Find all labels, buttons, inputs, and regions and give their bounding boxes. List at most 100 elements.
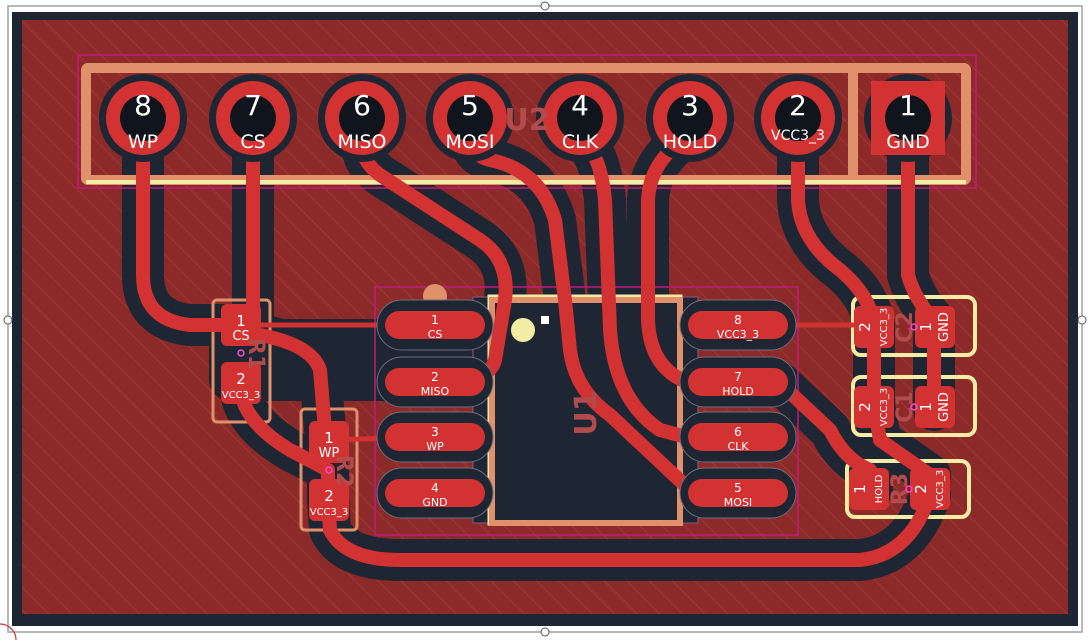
chip-pad-number: 8 xyxy=(734,313,742,327)
chip-courtyard xyxy=(374,286,799,536)
pad-number: 2 xyxy=(324,487,334,505)
header-ref-label: U2 xyxy=(504,103,549,138)
header-pin-net: CS xyxy=(240,131,265,153)
smd-pad-1[interactable]: 1CS xyxy=(221,304,261,346)
component-ref: R1 xyxy=(243,338,268,370)
component-ref: R2 xyxy=(331,455,356,487)
header-pin-net: GND xyxy=(886,131,930,153)
pad-number: 2 xyxy=(856,322,874,332)
pad-net: VCC3_3 xyxy=(879,388,890,427)
pad-number: 2 xyxy=(912,484,930,494)
smd-pad xyxy=(385,479,485,507)
centroid-marker xyxy=(910,323,918,331)
chip-pad-number: 4 xyxy=(431,481,439,495)
pad-copper xyxy=(915,386,955,428)
pad-number: 1 xyxy=(324,429,334,447)
chip-origin-marker xyxy=(541,316,549,324)
component-ref: C2 xyxy=(893,311,918,342)
smd-pad xyxy=(385,368,485,396)
smd-pad xyxy=(688,311,788,339)
pad-net: VCC3_3 xyxy=(310,507,349,518)
pad-copper xyxy=(854,306,894,348)
component-ref: C1 xyxy=(893,391,918,422)
pad-net: VCC3_3 xyxy=(222,390,261,401)
chip-pad-net: GND xyxy=(422,496,447,509)
pad-copper xyxy=(309,479,349,521)
smd-pad xyxy=(688,479,788,507)
header-pin-7[interactable]: 7CS xyxy=(209,74,297,162)
header-pin-number: 6 xyxy=(353,89,371,122)
edge-anchor-left[interactable] xyxy=(3,315,13,325)
chip-pad-net: WP xyxy=(426,440,444,453)
smd-pad-2[interactable]: 2 VCC3_3 xyxy=(854,386,894,428)
pad-net: CS xyxy=(232,329,249,344)
chip-body-outline xyxy=(489,297,683,526)
header-pin-net: VCC3_3 xyxy=(771,128,825,144)
pad-net: WP xyxy=(319,446,340,461)
smd-pad-1[interactable]: 1WP xyxy=(309,421,349,463)
smd-pad xyxy=(385,423,485,451)
chip-pad-number: 1 xyxy=(431,313,439,327)
drill-hole xyxy=(120,95,166,141)
pad-copper xyxy=(854,386,894,428)
pad-net: VCC3_3 xyxy=(879,308,890,347)
edge-anchor-right[interactable] xyxy=(1077,315,1087,325)
header-pin-number: 3 xyxy=(681,89,699,122)
chip-pad-1[interactable]: 1CS xyxy=(376,299,494,351)
drill-hole xyxy=(339,95,385,141)
pad-number: 2 xyxy=(856,402,874,412)
header-pin-net: WP xyxy=(128,131,158,153)
edge-anchor-bottom[interactable] xyxy=(540,627,550,637)
pad-number: 1 xyxy=(851,484,869,494)
drill-hole xyxy=(557,95,603,141)
chip-pad-3[interactable]: 3WP xyxy=(376,411,494,463)
pad-copper xyxy=(910,468,950,510)
drill-hole xyxy=(230,95,276,141)
pad-net: VCC3_3 xyxy=(935,470,946,509)
header-pin-8[interactable]: 8WP xyxy=(99,74,187,162)
chip-pad-net: MOSI xyxy=(724,496,752,509)
smd-pad-2[interactable]: 2 VCC3_3 xyxy=(854,306,894,348)
pad-number: 1 xyxy=(917,402,935,412)
pad-copper xyxy=(309,421,349,463)
chip-pad-net: VCC3_3 xyxy=(717,328,759,341)
component-ref: R3 xyxy=(888,473,913,505)
header-pin-number: 7 xyxy=(244,89,262,122)
drill-hole xyxy=(885,95,931,141)
header-pin-net: HOLD xyxy=(663,131,717,153)
pad-net: GND xyxy=(937,312,952,342)
header-pin-net: MISO xyxy=(337,131,386,153)
chip-pad-net: CLK xyxy=(727,440,749,453)
pad-number: 1 xyxy=(917,322,935,332)
header-pin-net: CLK xyxy=(562,131,599,153)
header-pin-number: 1 xyxy=(899,89,917,122)
centroid-marker xyxy=(325,466,333,474)
edge-anchor-top[interactable] xyxy=(540,1,550,11)
smd-pad-2[interactable]: 2 VCC3_3 xyxy=(910,468,950,510)
pad-copper xyxy=(221,362,261,404)
